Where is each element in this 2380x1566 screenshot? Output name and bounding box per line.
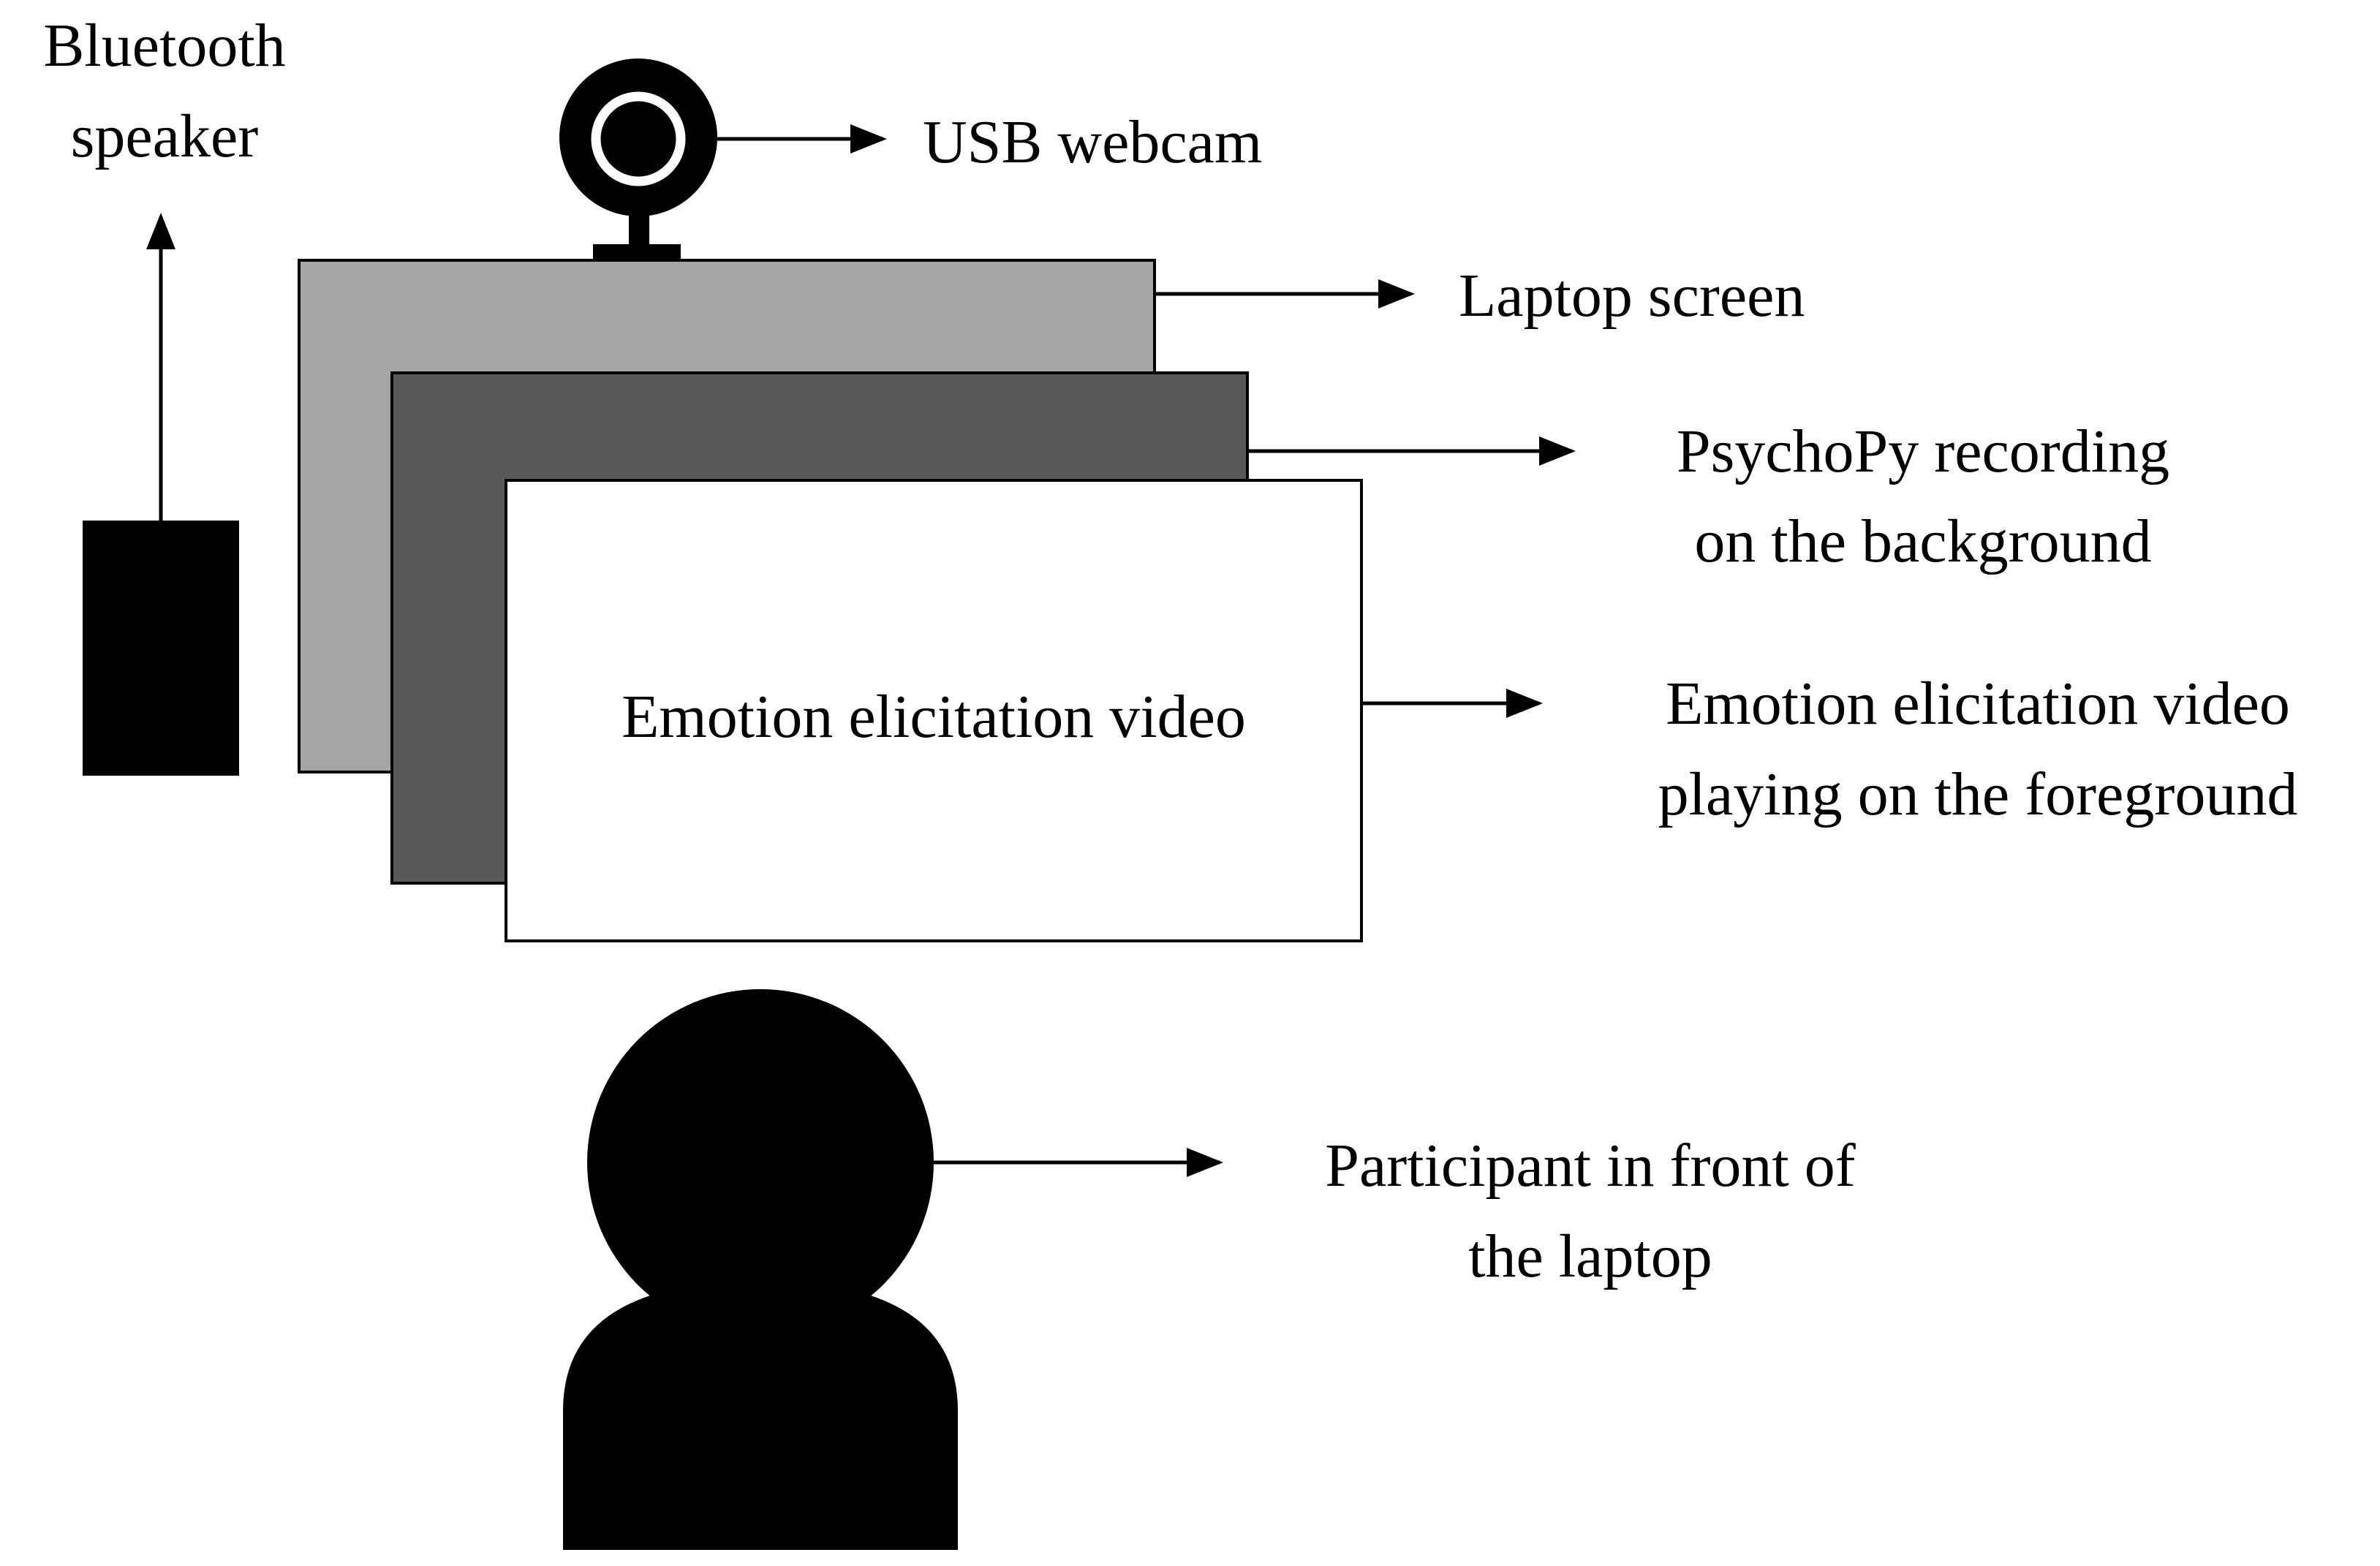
psychopy-label-line2: on the background <box>1694 507 2151 575</box>
participant-label-line1: Participant in front of <box>1325 1132 1856 1200</box>
video-window <box>505 479 1363 942</box>
psychopy-label-line1: PsychoPy recording <box>1677 417 2169 485</box>
video-label-line2: playing on the foreground <box>1658 760 2298 828</box>
participant-silhouette <box>563 989 958 1550</box>
participant-label-line2: the laptop <box>1468 1222 1712 1290</box>
laptop-screen-label: Laptop screen <box>1459 262 1805 330</box>
video-window-label: Emotion elicitation video <box>622 683 1246 751</box>
speaker-label-line2: speaker <box>71 102 259 170</box>
webcam-label: USB webcam <box>923 108 1262 176</box>
speaker-label-line1: Bluetooth <box>43 12 285 80</box>
video-label-line1: Emotion elicitation video <box>1666 670 2290 738</box>
bluetooth-speaker <box>83 521 239 776</box>
webcam-icon <box>559 58 717 262</box>
